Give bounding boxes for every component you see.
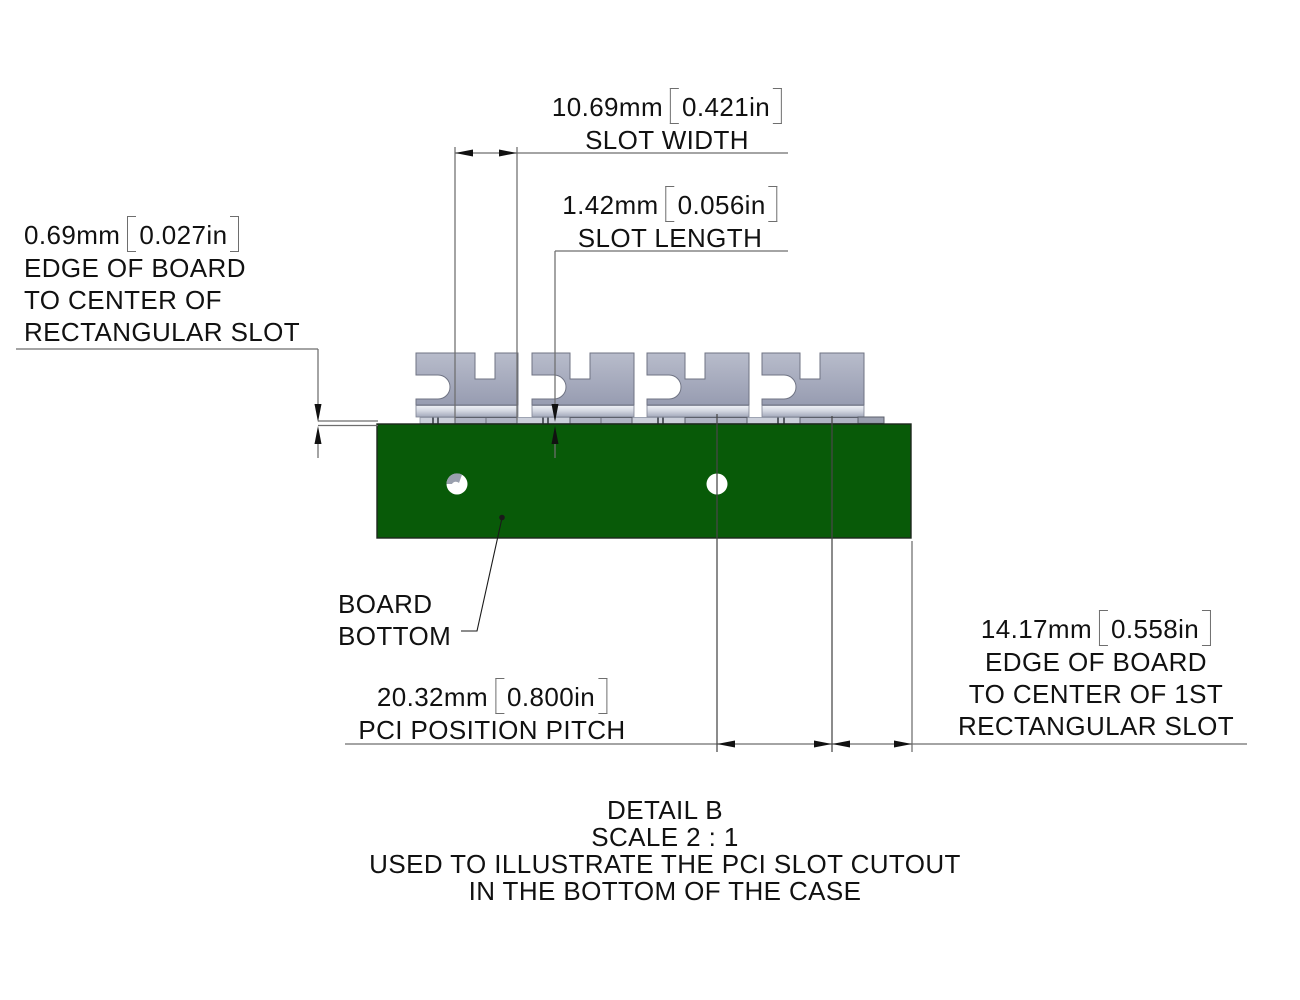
pci-bracket-section — [415, 352, 519, 406]
pci-bracket-section — [646, 352, 750, 406]
bracket-close — [773, 88, 783, 124]
bracket-close — [1202, 610, 1212, 646]
dim-edge-to-slot-center-label: RECTANGULAR SLOT — [24, 317, 301, 347]
board-bottom-leader — [461, 514, 505, 632]
dim-edge-to-first-slot-label: RECTANGULAR SLOT — [957, 711, 1235, 741]
dim-edge-to-slot-center-label: EDGE OF BOARD — [24, 253, 246, 283]
bracket-open — [670, 88, 680, 124]
bracket-flanges — [415, 405, 865, 418]
pci-bracket-section — [761, 352, 865, 406]
bracket-open — [1099, 610, 1109, 646]
board-hole-1 — [446, 473, 468, 495]
pci-bracket-section — [531, 352, 635, 406]
dimension-lines-dark — [716, 414, 833, 752]
detail-scale: SCALE 2 : 1 — [591, 822, 739, 852]
board — [376, 423, 912, 539]
bracket-close — [768, 186, 778, 222]
dim-pci-pitch-label: PCI POSITION PITCH — [358, 715, 626, 745]
dim-edge-to-slot-center-label: TO CENTER OF — [24, 285, 222, 315]
dim-slot-width-label: SLOT WIDTH — [585, 125, 749, 155]
dim-edge-to-first-slot-label: EDGE OF BOARD — [985, 647, 1207, 677]
bracket-open — [495, 678, 505, 714]
dimension-lines — [16, 147, 1247, 752]
pci-bracket-row — [415, 352, 865, 406]
rect-slot-cutout — [684, 417, 748, 425]
dimension-arrows — [314, 149, 912, 748]
bracket-close — [230, 216, 240, 252]
detail-note-1: USED TO ILLUSTRATE THE PCI SLOT CUTOUT — [369, 849, 961, 879]
bracket-open — [127, 216, 137, 252]
rect-slot-cutout — [799, 417, 863, 425]
case-bottom-plate — [419, 416, 885, 425]
detail-name: DETAIL B — [607, 795, 723, 825]
board-bottom-callout: BOARD BOTTOM — [338, 588, 451, 652]
detail-note-2: IN THE BOTTOM OF THE CASE — [468, 876, 862, 906]
bracket-close — [598, 678, 608, 714]
bracket-open — [665, 186, 675, 222]
board-bottom-label: BOTTOM — [338, 621, 452, 651]
plate-end-tab — [857, 416, 885, 424]
board-bottom-label: BOARD — [338, 589, 433, 619]
dim-edge-to-first-slot-label: TO CENTER OF 1ST — [968, 679, 1224, 709]
detail-title-block: DETAIL B SCALE 2 : 1 USED TO ILLUSTRATE … — [369, 797, 961, 905]
dim-slot-length-label: SLOT LENGTH — [577, 223, 763, 253]
